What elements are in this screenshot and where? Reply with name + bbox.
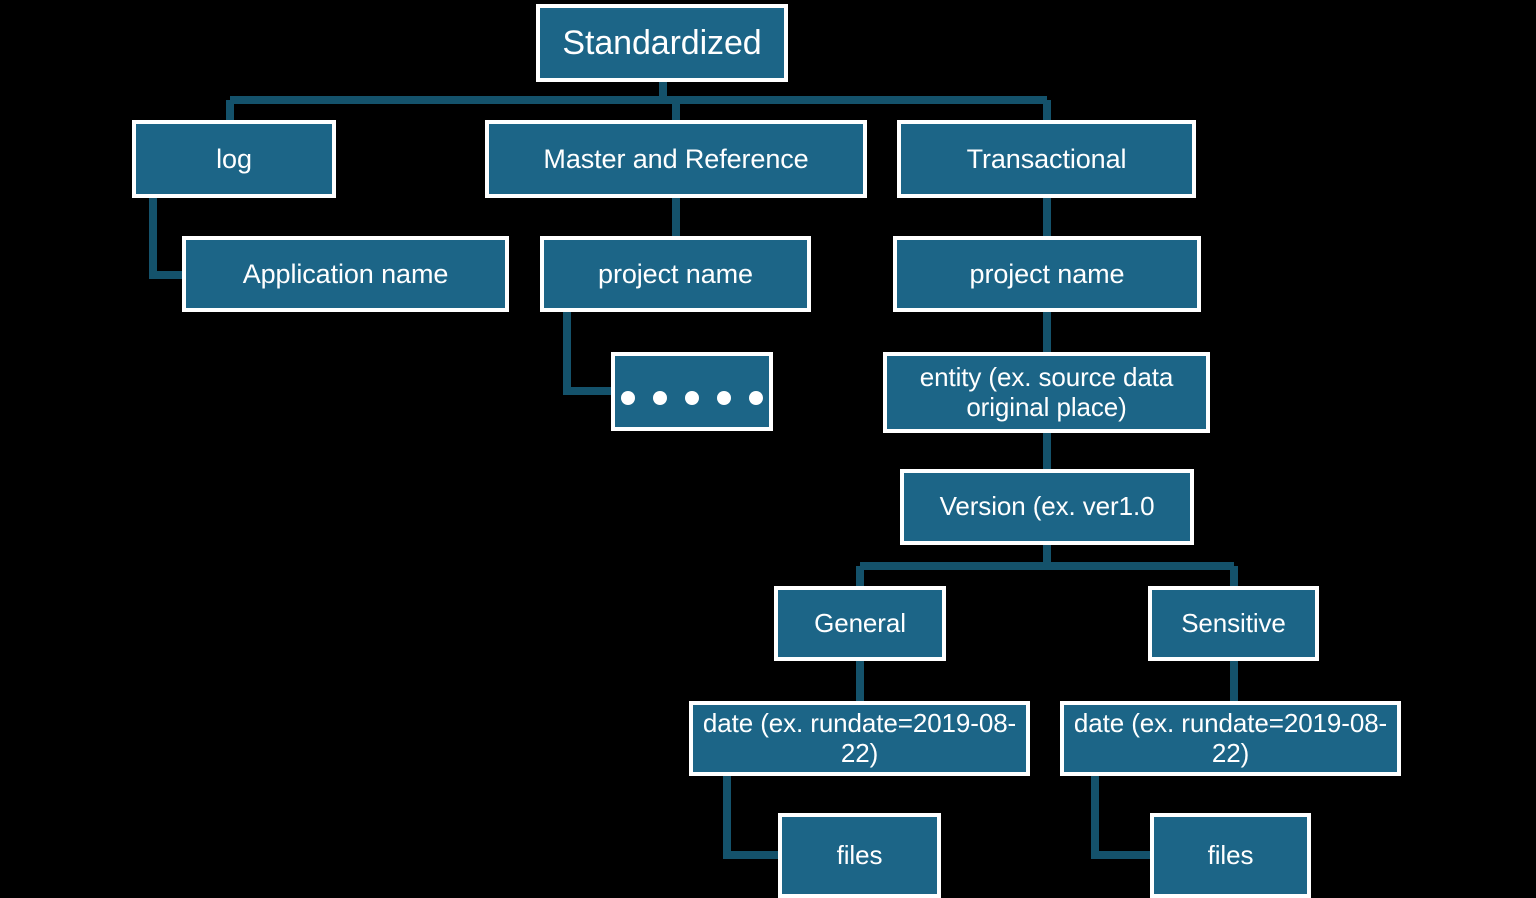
node-master-and-reference[interactable]: Master and Reference (485, 120, 867, 198)
node-application-name[interactable]: Application name (182, 236, 509, 312)
node-sensitive[interactable]: Sensitive (1148, 586, 1319, 661)
node-general-files[interactable]: files (778, 813, 941, 898)
dot-3 (685, 391, 699, 405)
edge-sensitive-date-to-files (1091, 776, 1152, 859)
node-sensitive-files[interactable]: files (1150, 813, 1311, 898)
node-transactional[interactable]: Transactional (897, 120, 1196, 198)
node-sensitive-date[interactable]: date (ex. rundate=2019-08-22) (1060, 701, 1401, 776)
edge-log-to-application-name (149, 196, 190, 279)
dot-5 (749, 391, 763, 405)
dot-1 (621, 391, 635, 405)
node-transactional-project-name[interactable]: project name (893, 236, 1201, 312)
dot-4 (717, 391, 731, 405)
node-log[interactable]: log (132, 120, 336, 198)
node-general[interactable]: General (774, 586, 946, 661)
dot-2 (653, 391, 667, 405)
edge-project-to-ellipsis (563, 312, 613, 395)
ellipsis-dots (621, 356, 763, 427)
node-master-project-name[interactable]: project name (540, 236, 811, 312)
node-ellipsis[interactable] (611, 352, 773, 431)
node-entity[interactable]: entity (ex. source data original place) (883, 352, 1210, 433)
edge-general-date-to-files (723, 776, 782, 859)
node-standardized[interactable]: Standardized (536, 4, 788, 82)
node-general-date[interactable]: date (ex. rundate=2019-08-22) (689, 701, 1030, 776)
node-version[interactable]: Version (ex. ver1.0 (900, 469, 1194, 545)
